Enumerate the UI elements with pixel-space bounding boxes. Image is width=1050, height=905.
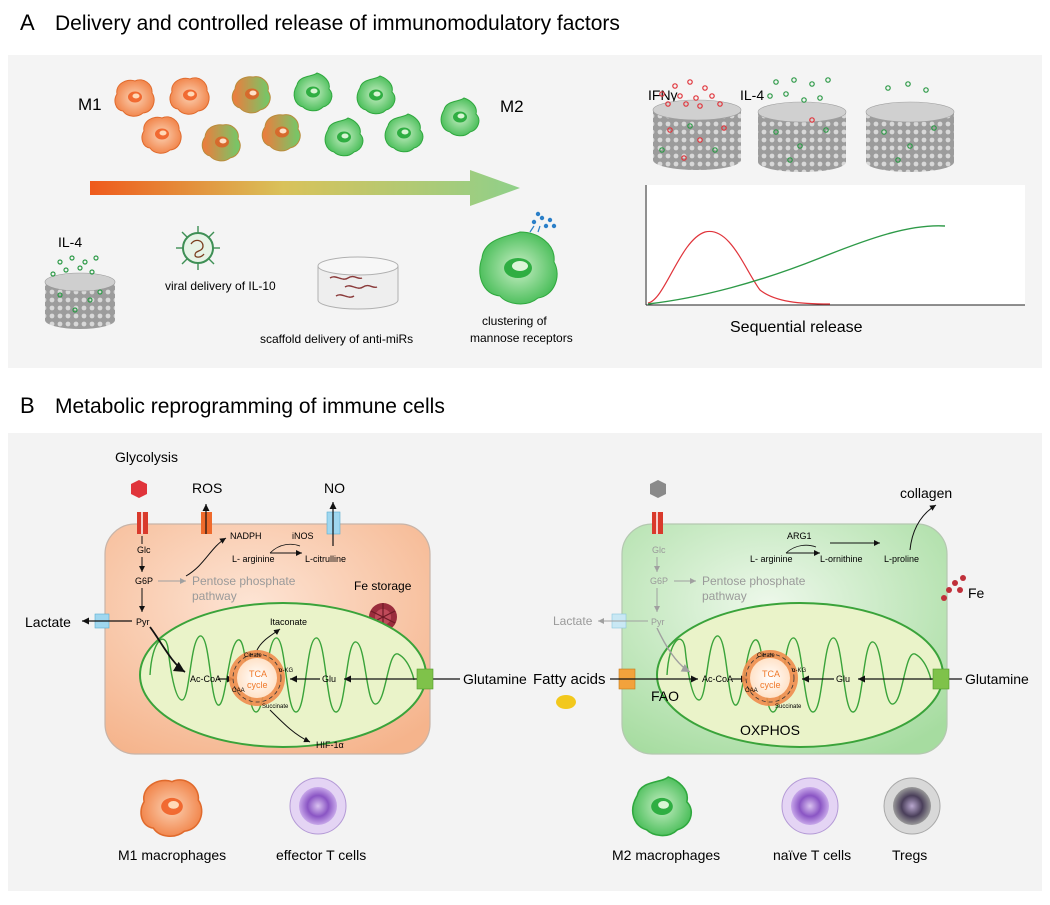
tca-left-2: cycle bbox=[247, 680, 268, 690]
legend-m1-macrophage-icon bbox=[140, 779, 203, 837]
collagen-label: collagen bbox=[900, 485, 952, 501]
fe-storage-label: Fe storage bbox=[354, 579, 412, 593]
legend-naive-t-cell-icon bbox=[781, 777, 839, 835]
no-label: NO bbox=[324, 480, 345, 496]
lactate-left: Lactate bbox=[25, 614, 71, 630]
l-ornithine-right: L-ornithine bbox=[820, 554, 863, 564]
il4-small-label: IL-4 bbox=[58, 234, 82, 250]
mitochondrion-right bbox=[656, 602, 944, 748]
scaffold-2 bbox=[757, 77, 847, 172]
m2-label: M2 bbox=[500, 97, 524, 116]
succinate-right: Succinate bbox=[775, 704, 802, 710]
iron-dots-icon bbox=[941, 575, 966, 601]
akg-right: α-KG bbox=[792, 668, 806, 674]
oaa-right: OAA bbox=[745, 688, 758, 694]
legend-m2-label: M2 macrophages bbox=[612, 847, 720, 863]
l-arginine-left: L- arginine bbox=[232, 554, 275, 564]
akg-left: α-KG bbox=[279, 668, 293, 674]
panel-a-title: Delivery and controlled release of immun… bbox=[55, 12, 620, 35]
pentose-right-2: pathway bbox=[702, 589, 747, 603]
legend-treg-icon bbox=[883, 777, 941, 835]
glu-left: Glu bbox=[322, 674, 336, 684]
fatty-acid-droplet-icon bbox=[556, 695, 576, 709]
il4-scaffold-small: IL-4 bbox=[44, 234, 116, 329]
scaffold-delivery-label: scaffold delivery of anti-miRs bbox=[260, 332, 413, 346]
pentose-left-1: Pentose phosphate bbox=[192, 574, 296, 588]
scaffold-3 bbox=[865, 81, 955, 172]
oxphos-label: OXPHOS bbox=[740, 722, 800, 738]
glucose-hexagon-gray-icon bbox=[650, 480, 666, 498]
ifng-label: IFNγ bbox=[648, 87, 678, 103]
virus-icon bbox=[176, 226, 220, 270]
glycolysis-label: Glycolysis bbox=[115, 449, 178, 465]
pyr-right: Pyr bbox=[651, 617, 665, 627]
polarization-arrow bbox=[90, 170, 520, 206]
glc-left: Glc bbox=[137, 545, 151, 555]
l-proline-right: L-proline bbox=[884, 554, 919, 564]
tca-right-2: cycle bbox=[760, 680, 781, 690]
legend-naive-label: naïve T cells bbox=[773, 847, 851, 863]
fao-label: FAO bbox=[651, 688, 679, 704]
il4-release-curve bbox=[647, 225, 946, 305]
legend-tregs-label: Tregs bbox=[892, 847, 927, 863]
pentose-right-1: Pentose phosphate bbox=[702, 574, 806, 588]
legend-m1-label: M1 macrophages bbox=[118, 847, 226, 863]
sequential-release-label: Sequential release bbox=[730, 319, 863, 336]
l-arginine-right: L- arginine bbox=[750, 554, 793, 564]
oaa-left: OAA bbox=[232, 688, 245, 694]
glutamine-channel-right bbox=[932, 668, 950, 690]
clustering-cell-icon bbox=[479, 211, 558, 305]
hif-label: HIF-1α bbox=[316, 740, 344, 750]
glutamine-channel-left bbox=[416, 668, 434, 690]
glucose-hexagon-icon bbox=[131, 480, 147, 498]
legend-effector-label: effector T cells bbox=[276, 847, 366, 863]
glc-right: Glc bbox=[652, 545, 666, 555]
fatty-acids-label: Fatty acids bbox=[533, 671, 606, 688]
nadph-label: NADPH bbox=[230, 531, 262, 541]
glu-right: Glu bbox=[836, 674, 850, 684]
viral-delivery-label: viral delivery of IL-10 bbox=[165, 279, 276, 293]
citrate-left: Citrate bbox=[244, 653, 262, 659]
fe-label: Fe bbox=[968, 585, 985, 601]
l-citrulline-left: L-citrulline bbox=[305, 554, 346, 564]
panel-b-letter: B bbox=[20, 393, 35, 418]
itaconate-label: Itaconate bbox=[270, 617, 307, 627]
glutamine-right: Glutamine bbox=[965, 671, 1029, 687]
glutamine-left: Glutamine bbox=[463, 671, 527, 687]
citrate-right: Citrate bbox=[757, 653, 775, 659]
panel-a-letter: A bbox=[20, 10, 35, 35]
inos-label: iNOS bbox=[292, 531, 314, 541]
scaffold-1 bbox=[652, 79, 742, 170]
clustering-label-1: clustering of bbox=[482, 314, 547, 328]
ifng-release-curve bbox=[647, 231, 831, 305]
tca-right-1: TCA bbox=[762, 669, 780, 679]
succinate-left: Succinate bbox=[262, 704, 289, 710]
clustering-label-2: mannose receptors bbox=[470, 331, 573, 345]
legend-effector-t-cell-icon bbox=[289, 777, 347, 835]
il4-label: IL-4 bbox=[740, 87, 764, 103]
g6p-right: G6P bbox=[650, 576, 668, 586]
panel-b-title: Metabolic reprogramming of immune cells bbox=[55, 395, 445, 418]
lactate-right: Lactate bbox=[553, 614, 593, 628]
sequential-release-chart bbox=[645, 185, 1025, 306]
ros-label: ROS bbox=[192, 480, 222, 496]
tca-left-1: TCA bbox=[249, 669, 267, 679]
pentose-left-2: pathway bbox=[192, 589, 237, 603]
accoa-right: Ac-CoA bbox=[702, 674, 733, 684]
arg1-label: ARG1 bbox=[787, 531, 812, 541]
tca-cycle-left bbox=[229, 650, 285, 706]
pyr-left: Pyr bbox=[136, 617, 150, 627]
accoa-left: Ac-CoA bbox=[190, 674, 221, 684]
g6p-left: G6P bbox=[135, 576, 153, 586]
scaffold-dish-icon bbox=[317, 256, 399, 310]
m1-label: M1 bbox=[78, 95, 102, 114]
tca-cycle-right bbox=[742, 650, 798, 706]
